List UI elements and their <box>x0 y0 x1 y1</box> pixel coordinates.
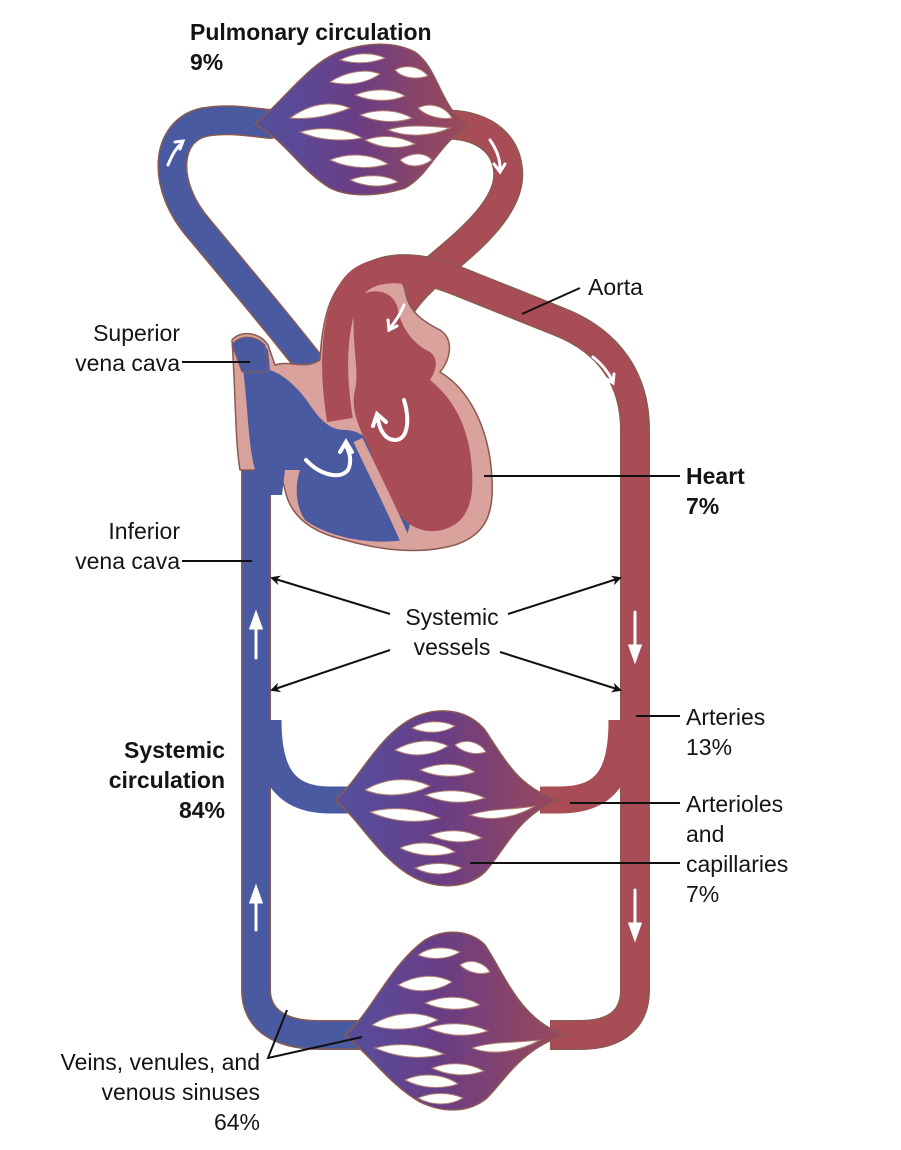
systemic-circulation-line2: circulation <box>108 767 225 793</box>
heart-label: Heart 7% <box>686 461 745 521</box>
arteries-label: Arteries 13% <box>686 702 765 762</box>
systemic-circulation-label: Systemic circulation 84% <box>109 735 225 825</box>
veins-label: Veins, venules, and venous sinuses 64% <box>61 1047 260 1137</box>
leader-systemic-vessels-tl <box>270 575 391 615</box>
pulmonary-percent: 9% <box>190 49 224 75</box>
pulmonary-circulation-label: Pulmonary circulation 9% <box>190 17 432 77</box>
heart-name: Heart <box>686 463 745 489</box>
aorta-label: Aorta <box>588 272 643 302</box>
right-heart-arrow <box>304 438 354 478</box>
left-heart-chambers <box>353 291 473 532</box>
systemic-capillary-bed-lower <box>343 931 568 1111</box>
leader-systemic-vessels-bl <box>270 649 391 693</box>
flow-arrows <box>166 138 643 943</box>
systemic-vessels-line2: vessels <box>413 634 491 660</box>
arterioles-line1: Arterioles <box>686 791 784 817</box>
systemic-venous-side <box>241 470 360 1050</box>
arterioles-line2: and <box>686 821 725 847</box>
vena-cava-up-arrow-upper <box>248 609 264 660</box>
arterioles-percent: 7% <box>686 881 720 907</box>
veins-line1: Veins, venules, and <box>60 1049 260 1075</box>
artery-down-arrow-upper <box>627 610 643 665</box>
superior-vena-cava-line2: vena cava <box>75 350 180 376</box>
leader-veins <box>266 1009 363 1060</box>
arteriole-branch <box>540 719 636 814</box>
leader-systemic-vessels-tr <box>507 575 622 615</box>
veins-line2: venous sinuses <box>101 1079 260 1105</box>
heart <box>231 257 494 552</box>
superior-vena-cava-label: Superior vena cava <box>75 318 180 378</box>
leader-aorta <box>521 287 581 315</box>
inferior-vena-cava-line1: Inferior <box>108 518 180 544</box>
pulmonary-loop <box>157 43 524 405</box>
systemic-circulation-percent: 84% <box>178 797 225 823</box>
systemic-vessels-line1: Systemic <box>405 604 499 630</box>
arteries-percent: 13% <box>686 734 733 760</box>
systemic-vessels-label: Systemic vessels <box>396 602 508 662</box>
right-heart-chambers <box>240 341 411 542</box>
venule-branch <box>254 719 350 814</box>
vena-cava-up-arrow-lower <box>248 883 264 932</box>
pulmonary-capillary-bed <box>253 43 472 196</box>
pulmonary-name: Pulmonary circulation <box>190 19 432 45</box>
aortic-arch <box>322 257 437 423</box>
superior-vena-cava-line1: Superior <box>93 320 180 346</box>
systemic-capillary-bed-upper <box>333 710 563 887</box>
arteries-name: Arteries <box>686 704 766 730</box>
arterioles-line3: capillaries <box>686 851 789 877</box>
artery-down-arrow-lower <box>627 888 643 943</box>
left-heart-arrow <box>371 398 410 443</box>
superior-vena-cava <box>231 336 269 373</box>
pulmonary-vein-arrow <box>488 138 507 175</box>
left-atrium-arrow <box>386 303 406 333</box>
arterioles-capillaries-label: Arterioles and capillaries 7% <box>686 789 788 909</box>
leader-systemic-vessels-br <box>499 651 622 693</box>
heart-percent: 7% <box>686 493 720 519</box>
inferior-vena-cava-label: Inferior vena cava <box>75 516 180 576</box>
systemic-circulation-line1: Systemic <box>123 737 225 763</box>
aorta-text: Aorta <box>588 274 643 300</box>
veins-percent: 64% <box>213 1109 260 1135</box>
pulmonary-artery-arrow <box>166 139 186 167</box>
leader-lines <box>182 287 680 1060</box>
inferior-vena-cava-line2: vena cava <box>75 548 180 574</box>
aorta-descending-arrow <box>591 355 616 386</box>
